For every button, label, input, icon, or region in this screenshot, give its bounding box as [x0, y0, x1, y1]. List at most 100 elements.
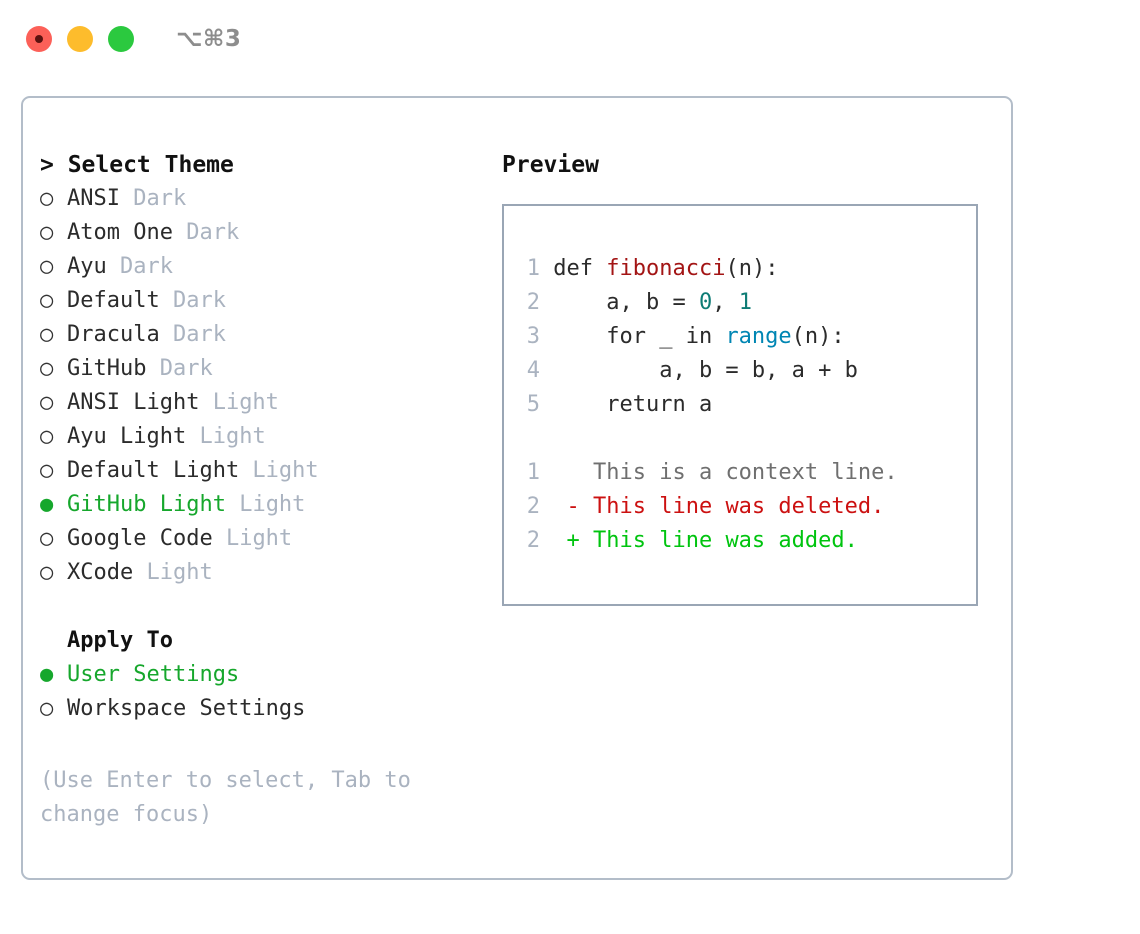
code-line-number: 5	[526, 392, 540, 417]
apply-to-header: Apply To	[67, 628, 173, 653]
traffic-light-group	[26, 26, 134, 52]
theme-item-badge: Dark	[119, 186, 187, 211]
theme-selector-panel: > Select Theme ○ANSI Dark○Atom One Dark○…	[21, 96, 1013, 880]
theme-list-column: > Select Theme ○ANSI Dark○Atom One Dark○…	[40, 148, 470, 832]
theme-item-label: Ayu Light	[67, 424, 187, 449]
theme-item-dracula[interactable]: ○ Dracula Dark	[40, 318, 470, 352]
apply-to-item-label: Workspace Settings	[67, 696, 306, 721]
theme-item-label: Atom One	[67, 220, 173, 245]
theme-item-badge: Light	[225, 492, 306, 517]
diff-line-number: 1	[526, 460, 540, 485]
theme-item-badge: Light	[199, 390, 279, 415]
theme-item-badge: Dark	[172, 220, 240, 245]
radio-unselected-icon: ○	[40, 696, 54, 721]
preview-column: Preview 1 def fibonacci(n):2 a, b = 0, 1…	[502, 148, 992, 606]
theme-item-label: ANSI Light	[67, 390, 200, 415]
code-line: 4 a, b = b, a + b	[518, 354, 976, 388]
code-token-plain: (n):	[725, 256, 779, 281]
code-token-num: 1	[738, 290, 752, 315]
code-line-number: 1	[526, 256, 540, 281]
theme-item-ansi[interactable]: ○ ANSI Dark	[40, 182, 470, 216]
maximize-button[interactable]	[108, 26, 134, 52]
radio-unselected-icon: ○	[40, 424, 54, 449]
radio-unselected-icon: ○	[40, 526, 54, 551]
apply-to-list[interactable]: ● User Settings ○ Workspace Settings	[40, 658, 470, 726]
code-token-plain: def	[553, 256, 607, 281]
radio-unselected-icon: ○	[40, 560, 54, 585]
theme-item-default[interactable]: ○ Default Dark	[40, 284, 470, 318]
section-spacer	[40, 590, 470, 624]
theme-item-badge: Dark	[146, 356, 213, 381]
theme-item-xcode[interactable]: ○ XCode Light	[40, 556, 470, 590]
theme-item-badge: Light	[212, 526, 293, 551]
preview-header: Preview	[502, 152, 599, 178]
theme-item-label: Ayu	[67, 254, 107, 279]
theme-item-atom-one[interactable]: ○ Atom One Dark	[40, 216, 470, 250]
apply-to-item-workspace-settings[interactable]: ○ Workspace Settings	[40, 692, 470, 726]
theme-item-badge: Dark	[106, 254, 173, 279]
code-line-number: 2	[526, 290, 540, 315]
radio-selected-icon: ●	[40, 662, 54, 687]
diff-line-add: 2 + This line was added.	[518, 524, 976, 558]
code-token-num: 0	[698, 290, 713, 315]
code-diff-spacer	[518, 422, 976, 456]
theme-item-badge: Light	[186, 424, 266, 449]
theme-item-badge: Dark	[159, 322, 226, 347]
code-token-plain: a, b = b, a + b	[553, 358, 858, 383]
code-token-plain: ,	[712, 290, 739, 315]
theme-item-github-light[interactable]: ● GitHub Light Light	[40, 488, 470, 522]
theme-item-label: ANSI	[67, 186, 120, 211]
diff-line-number: 2	[526, 528, 540, 553]
minimize-button[interactable]	[67, 26, 93, 52]
diff-line-text: + This line was added.	[566, 528, 858, 553]
theme-item-badge: Light	[133, 560, 213, 585]
radio-unselected-icon: ○	[40, 186, 54, 211]
code-line: 3 for _ in range(n):	[518, 320, 976, 354]
code-line-number: 4	[526, 358, 540, 383]
radio-selected-icon: ●	[40, 492, 54, 517]
code-line-number: 3	[526, 324, 540, 349]
theme-list[interactable]: ○ANSI Dark○Atom One Dark○Ayu Dark○Defaul…	[40, 182, 470, 590]
diff-line-number: 2	[526, 494, 540, 519]
theme-item-google-code[interactable]: ○ Google Code Light	[40, 522, 470, 556]
theme-item-label: Google Code	[67, 526, 213, 551]
radio-unselected-icon: ○	[40, 322, 54, 347]
theme-item-github[interactable]: ○ GitHub Dark	[40, 352, 470, 386]
theme-item-default-light[interactable]: ○Default Light Light	[40, 454, 470, 488]
diff-line-text: - This line was deleted.	[566, 494, 885, 519]
code-token-plain: (n):	[791, 324, 845, 349]
theme-item-badge: Light	[239, 458, 319, 483]
code-line: 5 return a	[518, 388, 976, 422]
radio-unselected-icon: ○	[40, 220, 54, 245]
code-line: 2 a, b = 0, 1	[518, 286, 976, 320]
theme-item-label: GitHub	[67, 356, 147, 381]
theme-item-ayu-light[interactable]: ○ Ayu Light Light	[40, 420, 470, 454]
theme-item-label: GitHub Light	[67, 492, 226, 517]
theme-item-label: Default Light	[67, 458, 240, 483]
window-title: ⌥⌘3	[176, 26, 242, 52]
theme-item-label: Dracula	[67, 322, 160, 347]
title-bar: ⌥⌘3	[0, 0, 1140, 78]
diff-line-del: 2 - This line was deleted.	[518, 490, 976, 524]
keyboard-hint: (Use Enter to select, Tab to change focu…	[40, 768, 411, 827]
diff-line-text: This is a context line.	[566, 460, 898, 485]
theme-item-badge: Dark	[159, 288, 226, 313]
radio-unselected-icon: ○	[40, 356, 54, 381]
radio-unselected-icon: ○	[40, 288, 54, 313]
apply-to-item-user-settings[interactable]: ● User Settings	[40, 658, 470, 692]
radio-unselected-icon: ○	[40, 254, 54, 279]
code-token-plain: a, b =	[553, 290, 699, 315]
code-token-fn: fibonacci	[606, 256, 726, 281]
theme-item-ansi-light[interactable]: ○ANSI Light Light	[40, 386, 470, 420]
theme-item-ayu[interactable]: ○ Ayu Dark	[40, 250, 470, 284]
code-token-plain: return a	[553, 392, 713, 417]
theme-item-label: XCode	[67, 560, 134, 585]
code-token-plain: for _ in	[553, 324, 726, 349]
theme-item-label: Default	[67, 288, 160, 313]
select-theme-header: > Select Theme	[40, 152, 234, 178]
close-button[interactable]	[26, 26, 52, 52]
apply-to-item-label: User Settings	[67, 662, 240, 687]
